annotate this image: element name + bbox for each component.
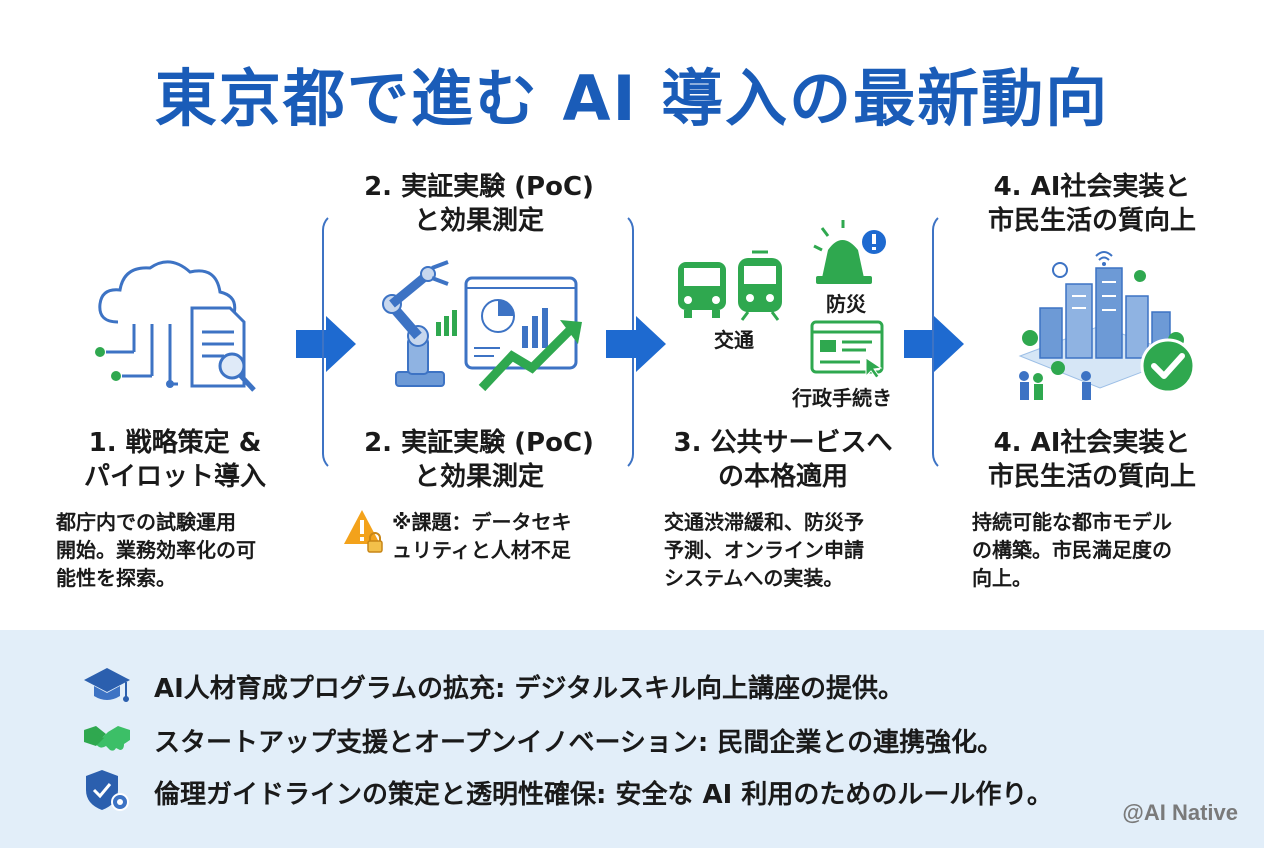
stage-2-desc: ※課題：データセキ ュリティと人材不足 [392, 508, 632, 564]
stage-2-top-line1: 2. 実証実験 (PoC) [364, 172, 594, 202]
warning-lock-icon [344, 510, 383, 553]
smart-city-icon [1018, 251, 1196, 400]
stage-3-label: 3. 公共サービスへ の本格適用 [650, 426, 916, 494]
stage-2-top-label: 2. 実証実験 (PoC) と効果測定 [334, 170, 624, 238]
desc-line: 交通渋滞緩和、防災予 [664, 510, 864, 534]
stage-2-label: 2. 実証実験 (PoC) と効果測定 [334, 426, 624, 494]
stage-3-label-line2: の本格適用 [717, 462, 848, 492]
stage-1-label-line1: 1. 戦略策定 & [88, 428, 262, 458]
initiative-1: AI人材育成プログラムの拡充: デジタルスキル向上講座の提供。 [154, 674, 904, 704]
stage-4-bracket [932, 212, 972, 472]
stage-1-label-line2: パイロット導入 [83, 462, 266, 492]
initiatives-panel [0, 630, 1264, 848]
stage-2-label-line2: と効果測定 [413, 462, 544, 492]
disaster-label: 防災 [826, 292, 866, 316]
stage-4-top-line2: 市民生活の質向上 [987, 206, 1196, 236]
watermark: @AI Native [1122, 800, 1238, 825]
stage-4-top-line1: 4. AI社会実装と [993, 172, 1191, 202]
shield-gear-icon [86, 770, 129, 811]
handshake-icon [84, 726, 130, 751]
stage-4-label: 4. AI社会実装と 市民生活の質向上 [960, 426, 1224, 494]
desc-line: 持続可能な都市モデル [972, 510, 1172, 534]
arrow-right-icon [904, 316, 964, 372]
desc-line: ※課題：データセキ [392, 510, 572, 534]
stage-4-label-line2: 市民生活の質向上 [987, 462, 1196, 492]
graduation-cap-icon [84, 668, 130, 702]
bus-train-icon [678, 250, 782, 321]
stage-3-label-line1: 3. 公共サービスへ [673, 428, 893, 458]
stage-4-label-line1: 4. AI社会実装と [993, 428, 1191, 458]
desc-line: の構築。市民満足度の [972, 538, 1172, 562]
stage-4-desc: 持続可能な都市モデル の構築。市民満足度の 向上。 [972, 508, 1222, 592]
desc-line: 向上。 [972, 566, 1032, 590]
stage-2-label-line1: 2. 実証実験 (PoC) [364, 428, 594, 458]
desc-line: 能性を探索。 [56, 566, 176, 590]
desc-line: 開始。業務効率化の可 [56, 538, 256, 562]
browser-form-icon [810, 320, 884, 378]
cloud-document-icon [95, 260, 256, 392]
stage-1-desc: 都庁内での試験運用 開始。業務効率化の可 能性を探索。 [56, 508, 306, 592]
arrow-right-icon [606, 316, 666, 372]
desc-line: システムへの実装。 [664, 566, 844, 590]
stage-1-label: 1. 戦略策定 & パイロット導入 [40, 426, 310, 494]
stage-4-top-label: 4. AI社会実装と 市民生活の質向上 [960, 170, 1224, 238]
page-title: 東京都で進む AI 導入の最新動向 [154, 62, 1110, 135]
transport-label: 交通 [714, 328, 754, 352]
initiative-3: 倫理ガイドラインの策定と透明性確保: 安全な AI 利用のためのルール作り。 [154, 780, 1053, 810]
alert-siren-icon [813, 220, 886, 284]
admin-procedure-label: 行政手続き [792, 386, 892, 410]
arrow-right-icon [296, 316, 356, 372]
stage-3-desc: 交通渋滞緩和、防災予 予測、オンライン申請 システムへの実装。 [664, 508, 914, 592]
stage-2-top-line2: と効果測定 [413, 206, 544, 236]
initiative-2: スタートアップ支援とオープンイノベーション: 民間企業との連携強化。 [154, 728, 1004, 758]
desc-line: ュリティと人材不足 [392, 538, 571, 562]
robot-arm-dashboard-icon [382, 260, 582, 392]
desc-line: 都庁内での試験運用 [56, 510, 236, 534]
desc-line: 予測、オンライン申請 [664, 538, 864, 562]
